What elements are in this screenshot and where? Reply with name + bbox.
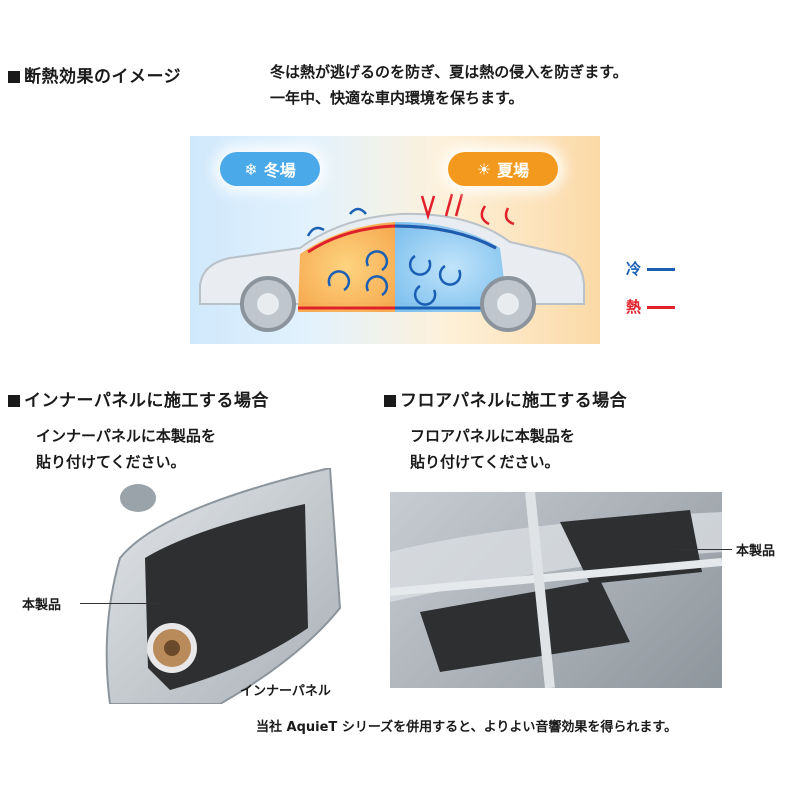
section-title-text: 断熱効果のイメージ: [24, 67, 182, 87]
cabin-cool: [395, 222, 508, 312]
section-title-text: フロアパネルに施工する場合: [400, 391, 628, 411]
winter-badge: ❄ 冬場: [220, 152, 320, 186]
legend-cold-label: 冷: [626, 260, 642, 278]
inner-panel-callout: インナーパネル: [240, 684, 331, 699]
insulation-diagram: ❄ 冬場 ☀ 夏場: [190, 136, 600, 344]
insulation-desc-line1: 冬は熱が逃げるのを防ぎ、夏は熱の侵入を防ぎます。: [270, 63, 628, 81]
floor-panel-photo: [390, 492, 722, 688]
legend-heat-label: 熱: [626, 298, 642, 316]
legend-heat: 熱: [626, 296, 676, 317]
summer-badge: ☀ 夏場: [448, 152, 558, 186]
legend-cold: 冷: [626, 258, 676, 279]
section-title-text: インナーパネルに施工する場合: [24, 391, 269, 411]
insulation-sheet-front: [420, 580, 630, 672]
legend-cold-line: [647, 268, 676, 271]
inner-callout-line: [80, 603, 160, 604]
section-title-floor-panel: フロアパネルに施工する場合: [384, 386, 627, 411]
insulation-desc-line2: 一年中、快適な車内環境を保ちます。: [270, 89, 524, 107]
section-title-inner-panel: インナーパネルに施工する場合: [8, 386, 269, 411]
inner-panel-photo: [100, 468, 370, 704]
inner-product-callout: 本製品: [22, 598, 62, 613]
floor-illustration: [390, 492, 722, 688]
legend-heat-line: [647, 306, 676, 309]
bullet-square-icon: [8, 71, 20, 83]
floor-panel-desc-line1: フロアパネルに本製品を: [410, 427, 575, 445]
car-diagram-graphic: [199, 193, 585, 332]
summer-label: 夏場: [497, 161, 530, 180]
bullet-square-icon: [384, 395, 396, 407]
winter-label: 冬場: [263, 161, 296, 180]
floor-product-callout: 本製品: [736, 544, 776, 559]
floor-panel-desc-line2: 貼り付けてください。: [410, 453, 560, 471]
bullet-square-icon: [8, 395, 20, 407]
door-illustration: [105, 468, 342, 704]
footer-note: 当社 AquieT シリーズを併用すると、よりよい音響効果を得られます。: [256, 720, 678, 735]
sun-icon: ☀: [476, 159, 492, 179]
snowflake-icon: ❄: [244, 159, 258, 179]
floor-callout-line: [674, 549, 732, 550]
inner-panel-desc-line2: 貼り付けてください。: [36, 453, 186, 471]
inner-panel-desc-line1: インナーパネルに本製品を: [36, 427, 216, 445]
section-title-insulation: 断熱効果のイメージ: [8, 62, 181, 87]
